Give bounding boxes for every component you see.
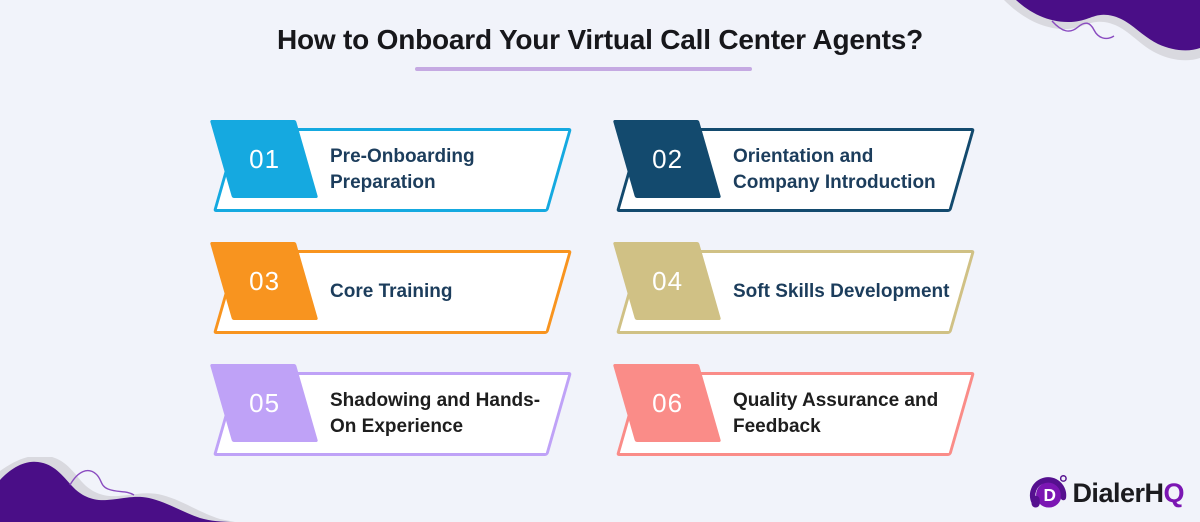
step-card-2: 02 Orientation and Company Introduction: [612, 120, 1013, 220]
card-number: 01: [248, 143, 280, 174]
svg-text:D: D: [1044, 485, 1056, 505]
logo-text-black: DialerH: [1072, 477, 1164, 508]
wave-decoration-top-right: [1004, 0, 1200, 61]
dialerhq-logo: D DialerHQ: [1027, 473, 1184, 513]
step-card-4: 04 Soft Skills Development: [612, 242, 1013, 342]
card-title: Soft Skills Development: [733, 281, 950, 302]
logo-text-accent: Q: [1163, 477, 1184, 508]
card-title: Pre-Onboarding Preparation: [330, 146, 475, 193]
step-card-3: 03 Core Training: [209, 242, 610, 342]
wave-decoration-bottom-left: [0, 457, 235, 522]
card-number: 03: [248, 265, 280, 296]
card-number: 04: [651, 265, 683, 296]
card-number: 06: [651, 387, 683, 418]
card-title: Orientation and Company Introduction: [733, 146, 936, 193]
card-number: 05: [248, 387, 280, 418]
card-title: Core Training: [330, 281, 453, 302]
card-number: 02: [651, 143, 683, 174]
card-title: Shadowing and Hands- On Experience: [330, 390, 541, 437]
step-card-1: 01 Pre-Onboarding Preparation: [209, 120, 610, 220]
logo-text: DialerHQ: [1072, 478, 1184, 509]
card-title: Quality Assurance and Feedback: [733, 390, 939, 437]
step-card-5: 05 Shadowing and Hands- On Experience: [209, 364, 610, 464]
page-title: How to Onboard Your Virtual Call Center …: [276, 24, 924, 55]
title-underline-decoration: [415, 67, 752, 71]
headset-logo-icon: D: [1030, 475, 1068, 508]
step-card-6: 06 Quality Assurance and Feedback: [612, 364, 1013, 464]
